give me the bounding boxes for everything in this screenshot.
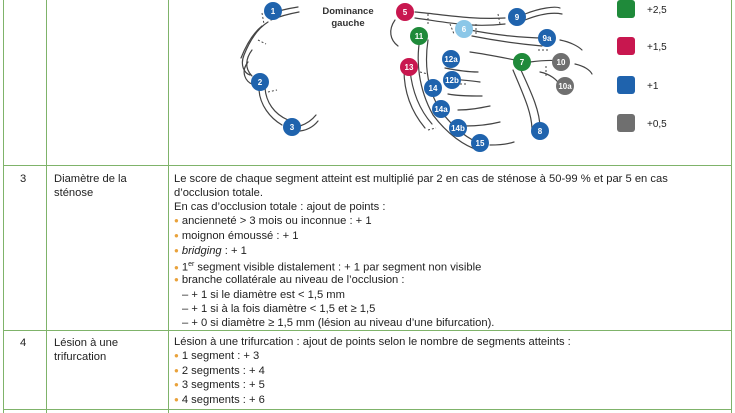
bullet-text: 2 segments : + 4 [181,365,265,377]
row-3-bullet-2: moignon émoussé : + 1 [174,229,299,244]
coronary-diagram: Dominance gauche 1 2 3 5 6 9 11 9a 12a 7… [240,2,593,152]
table-divider-2 [168,0,169,413]
segment-6: 6 [455,20,473,38]
row-separator-2 [3,330,732,331]
diagram-title-line1: Dominance [322,6,373,17]
segment-15: 15 [471,134,489,152]
svg-text:10a: 10a [558,82,572,91]
svg-text:7: 7 [520,58,525,67]
legend-swatch-green [617,0,635,18]
legend-swatch-gray [617,114,635,132]
row-label-4-line2: trifurcation [54,351,107,363]
segment-14: 14 [424,79,442,97]
row-3-intro: En cas d’occlusion totale : ajout de poi… [174,201,386,213]
segment-3: 3 [283,118,301,136]
svg-text:14a: 14a [434,105,448,114]
row-3-bullet-4: 1er segment visible distalement : + 1 pa… [174,258,481,276]
legend-value-green: +2,5 [647,5,667,16]
legend-swatch-red [617,37,635,55]
bullet-text: 1 [181,261,189,274]
bullet-text: 4 segments : + 6 [181,394,265,406]
diagram-title-line2: gauche [331,18,364,29]
segment-9: 9 [508,8,526,26]
legend-value-gray: +0,5 [647,119,667,130]
svg-text:13: 13 [405,63,414,72]
segment-8: 8 [531,122,549,140]
bullet-text: 1 segment : + 3 [181,350,260,362]
row-3-bullet-5: branche collatérale au niveau de l’occlu… [174,273,405,288]
row-label-3-line2: sténose [54,187,94,199]
left-vessel-tree [240,6,319,132]
segment-10: 10 [552,53,570,71]
segment-11: 11 [410,27,428,45]
svg-text:14: 14 [429,84,438,93]
svg-text:5: 5 [403,8,408,17]
segment-10a: 10a [556,77,574,95]
svg-text:6: 6 [462,25,467,34]
bullet-text: branche collatérale au niveau de l’occlu… [181,274,405,286]
bridging-term: bridging [181,245,222,257]
bullet-text: ancienneté > 3 mois ou inconnue : + 1 [181,215,372,227]
svg-text:12a: 12a [444,55,458,64]
row-number-4: 4 [20,337,27,349]
row-label-3-line1: Diamètre de la [54,173,127,185]
svg-text:3: 3 [290,123,295,132]
row-4-bullet-1: 1 segment : + 3 [174,349,259,364]
row-3-sub-2: – + 1 si à la fois diamètre < 1,5 et ≥ 1… [182,303,376,315]
row-3-text-line1: Le score de chaque segment atteint est m… [174,173,668,185]
row-3-sub-3: – + 0 si diamètre ≥ 1,5 mm (lésion au ni… [182,317,495,329]
segment-14b: 14b [449,119,467,137]
row-3-bullet-3: bridging : + 1 [174,244,247,259]
svg-text:9a: 9a [543,34,552,43]
row-3-bullet-1: ancienneté > 3 mois ou inconnue : + 1 [174,214,372,229]
segment-separators [257,12,548,131]
segment-12a: 12a [442,50,460,68]
svg-text:12b: 12b [445,76,459,85]
segment-12b: 12b [443,71,461,89]
svg-text:8: 8 [538,127,543,136]
superscript: er [188,261,195,268]
segment-13: 13 [400,58,418,76]
row-separator-3 [3,409,732,410]
row-4-bullet-3: 3 segments : + 5 [174,378,265,393]
legend-value-blue: +1 [647,81,659,92]
segment-markers: 1 2 3 5 6 9 11 9a 12a 7 10 13 12b 10a 14… [251,2,574,152]
row-label-4-line1: Lésion à une [54,337,119,349]
bullet-text: segment visible distalement : + 1 par se… [194,261,482,274]
row-3-text-line2: d’occlusion totale. [174,187,263,199]
svg-text:1: 1 [271,7,276,16]
segment-14a: 14a [432,100,450,118]
row-separator-1 [3,165,732,166]
svg-text:9: 9 [515,13,520,22]
legend-swatch-blue [617,76,635,94]
table-divider-1 [46,0,47,413]
row-4-bullet-2: 2 segments : + 4 [174,364,265,379]
bullet-text: moignon émoussé : + 1 [181,230,299,242]
row-number-3: 3 [20,173,27,185]
table-border-right [731,0,732,413]
svg-text:11: 11 [415,32,424,41]
bullet-text: : + 1 [221,245,247,257]
segment-7: 7 [513,53,531,71]
svg-text:10: 10 [557,58,566,67]
segment-9a: 9a [538,29,556,47]
row-4-bullet-4: 4 segments : + 6 [174,393,265,408]
segment-5: 5 [396,3,414,21]
svg-text:14b: 14b [451,124,465,133]
legend-value-red: +1,5 [647,42,667,53]
svg-text:15: 15 [476,139,485,148]
segment-1: 1 [264,2,282,20]
segment-2: 2 [251,73,269,91]
bullet-text: 3 segments : + 5 [181,379,265,391]
row-4-intro: Lésion à une trifurcation : ajout de poi… [174,336,571,348]
row-3-sub-1: – + 1 si le diamètre est < 1,5 mm [182,289,345,301]
table-border-left [3,0,4,413]
svg-text:2: 2 [258,78,263,87]
